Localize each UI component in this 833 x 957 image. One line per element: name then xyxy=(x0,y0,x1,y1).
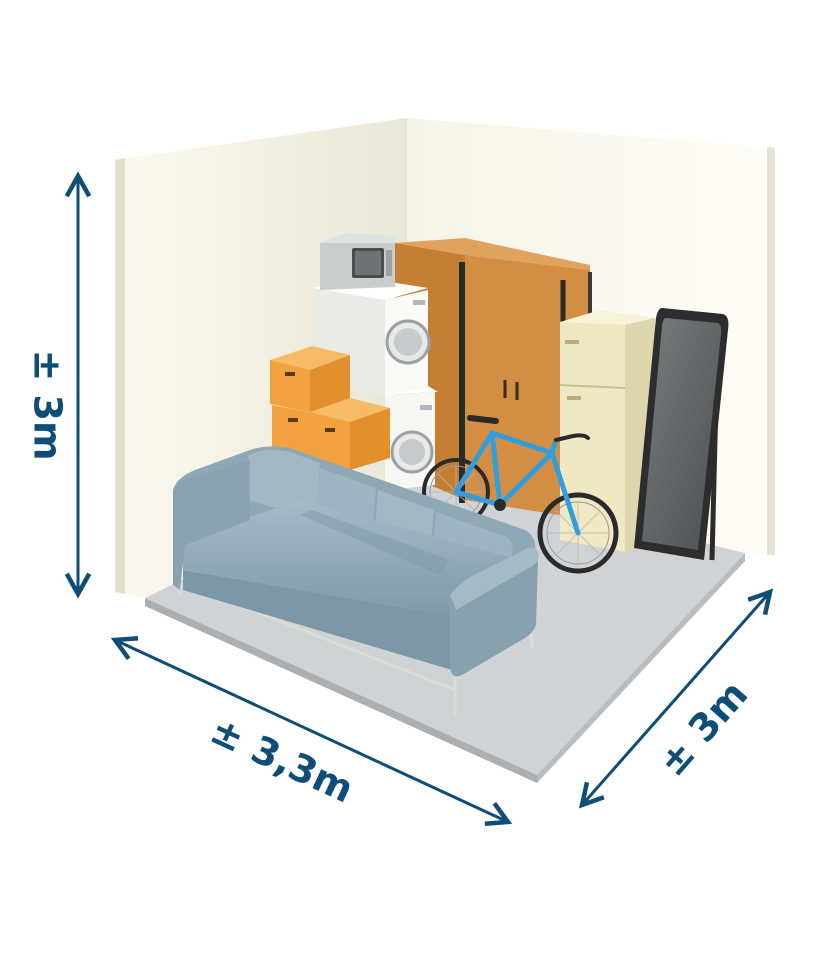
left-wall-edge xyxy=(115,158,125,594)
microwave xyxy=(320,233,398,290)
cardboard-box-bottom-right xyxy=(310,398,390,470)
depth-label: ± 3m xyxy=(650,672,756,784)
back-wall-edge xyxy=(767,147,775,555)
standing-mirror xyxy=(634,308,729,561)
dimensions xyxy=(78,176,770,822)
washing-machine-bottom xyxy=(385,386,438,490)
cardboard-box-top xyxy=(270,346,350,412)
depth-arrow xyxy=(582,592,770,805)
cardboard-box-bottom-left xyxy=(272,405,310,455)
bicycle xyxy=(422,415,619,574)
height-label: ± 3m xyxy=(26,349,70,460)
furniture xyxy=(173,233,729,715)
width-arrow xyxy=(115,640,508,822)
width-label: ± 3,3m xyxy=(204,708,360,812)
